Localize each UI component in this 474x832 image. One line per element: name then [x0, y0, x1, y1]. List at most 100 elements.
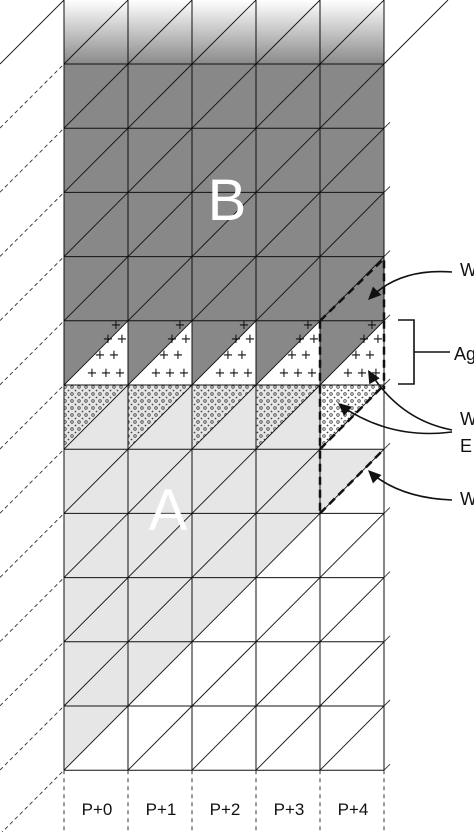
grid-diagonal	[255, 256, 321, 322]
arrow-w-top-head	[368, 286, 382, 300]
grid-diagonal	[191, 513, 257, 578]
header-diagonal	[383, 0, 449, 65]
margin-diagonal	[0, 577, 65, 642]
arrow-w-bottom	[369, 471, 453, 501]
margin-diagonal	[383, 57, 391, 65]
plus-mark: +	[165, 366, 176, 381]
grid-diagonal	[191, 256, 257, 322]
column-label-p2: P+2	[210, 800, 241, 819]
plus-band: ++++++++++++++++++++++++++++++++++++++++	[87, 318, 384, 381]
margin-diagonal	[0, 513, 65, 578]
margin-diagonal	[1, 769, 65, 832]
header-diagonal	[127, 0, 193, 65]
plus-mark: +	[115, 366, 126, 381]
labels-layer: B A P+0 P+1 P+2 P+3 P+4 W Ag W E W	[82, 168, 474, 819]
grid-diagonal	[127, 192, 193, 257]
margin-diagonal	[383, 699, 391, 707]
grid-diagonal	[319, 127, 385, 193]
grid-diagonal	[127, 127, 193, 193]
grid-diagonal	[319, 577, 385, 643]
plus-mark: +	[243, 366, 254, 381]
plus-mark: +	[301, 348, 312, 363]
arrow-w-mid	[369, 371, 453, 431]
grid-diagonal	[63, 127, 129, 193]
grid-diagonal	[255, 513, 321, 578]
plus-mark: +	[309, 332, 320, 347]
grid-diagonal	[255, 384, 321, 450]
plus-mark: +	[109, 348, 120, 363]
grid-diagonal	[63, 577, 129, 643]
plus-mark: +	[215, 366, 226, 381]
arrow-e-head	[338, 403, 352, 416]
plus-mark: +	[371, 366, 382, 381]
callout-label-w-top: W	[460, 260, 474, 280]
plus-mark: +	[95, 348, 106, 363]
margin-diagonal	[0, 384, 65, 450]
grid-diagonal	[127, 63, 193, 129]
arrow-w-mid-head	[368, 370, 380, 385]
margin-diagonal	[0, 641, 65, 707]
column-label-p0: P+0	[82, 800, 113, 819]
plus-mark: +	[279, 366, 290, 381]
grid-diagonal	[127, 641, 193, 707]
grid-diagonal	[127, 705, 193, 771]
grid-diagonal	[319, 641, 385, 707]
grid-diagonal	[63, 256, 129, 322]
grid-diagonal	[255, 705, 321, 771]
grid-diagonal	[255, 192, 321, 257]
grid-diagonal	[255, 448, 321, 514]
grid-diagonal	[255, 127, 321, 193]
grid-diagonal	[319, 192, 385, 257]
grid-diagonal	[191, 448, 257, 514]
margin-diagonal	[0, 256, 65, 321]
header-diagonal	[319, 0, 385, 65]
plus-mark: +	[293, 366, 304, 381]
plus-mark: +	[173, 348, 184, 363]
plus-mark: +	[167, 332, 178, 347]
grid-diagonal	[191, 320, 257, 386]
plus-mark: +	[231, 332, 242, 347]
grid-diagonal	[191, 127, 257, 193]
plus-mark: +	[367, 318, 378, 333]
margin-diagonal	[383, 186, 391, 193]
header-diagonal	[63, 0, 129, 65]
plus-mark: +	[295, 332, 306, 347]
plus-mark: +	[101, 366, 112, 381]
grid-diagonal	[319, 513, 385, 578]
arrow-e	[339, 404, 453, 435]
grid-diagonal	[127, 256, 193, 322]
plus-mark: +	[343, 366, 354, 381]
margin-diagonal	[383, 442, 391, 450]
dashed-diagonal-bottom	[319, 448, 385, 515]
grid-diagonal	[127, 577, 193, 643]
grid-diagonal	[191, 384, 257, 450]
plus-mark: +	[103, 332, 114, 347]
margin-diagonal	[383, 635, 391, 643]
plus-mark: +	[351, 348, 362, 363]
margin-diagonal	[383, 507, 391, 514]
grid-diagonal	[191, 192, 257, 257]
dashed-diagonal-mid	[319, 384, 385, 451]
plus-mark: +	[245, 332, 256, 347]
arrow-w-bottom-head	[368, 470, 382, 484]
plus-mark: +	[237, 348, 248, 363]
margin-diagonal	[0, 448, 65, 514]
grid-diagonal	[63, 513, 129, 578]
plus-mark: +	[239, 318, 250, 333]
margin-diagonal	[383, 571, 391, 578]
plus-mark: +	[175, 318, 186, 333]
callout-arrows	[338, 270, 453, 501]
plus-mark: +	[111, 318, 122, 333]
region-b-label: B	[208, 168, 247, 233]
plus-mark: +	[303, 318, 314, 333]
grid-diagonal	[63, 705, 129, 771]
grid-diagonal	[63, 63, 129, 129]
grid-diagonal	[127, 384, 193, 450]
callout-label-e: E	[460, 436, 472, 456]
dashed-boundaries	[318, 255, 386, 515]
grid-diagonal	[127, 448, 193, 514]
plus-mark: +	[159, 348, 170, 363]
grid-diagonal	[63, 192, 129, 257]
plus-mark: +	[287, 348, 298, 363]
column-label-p4: P+4	[338, 800, 369, 819]
